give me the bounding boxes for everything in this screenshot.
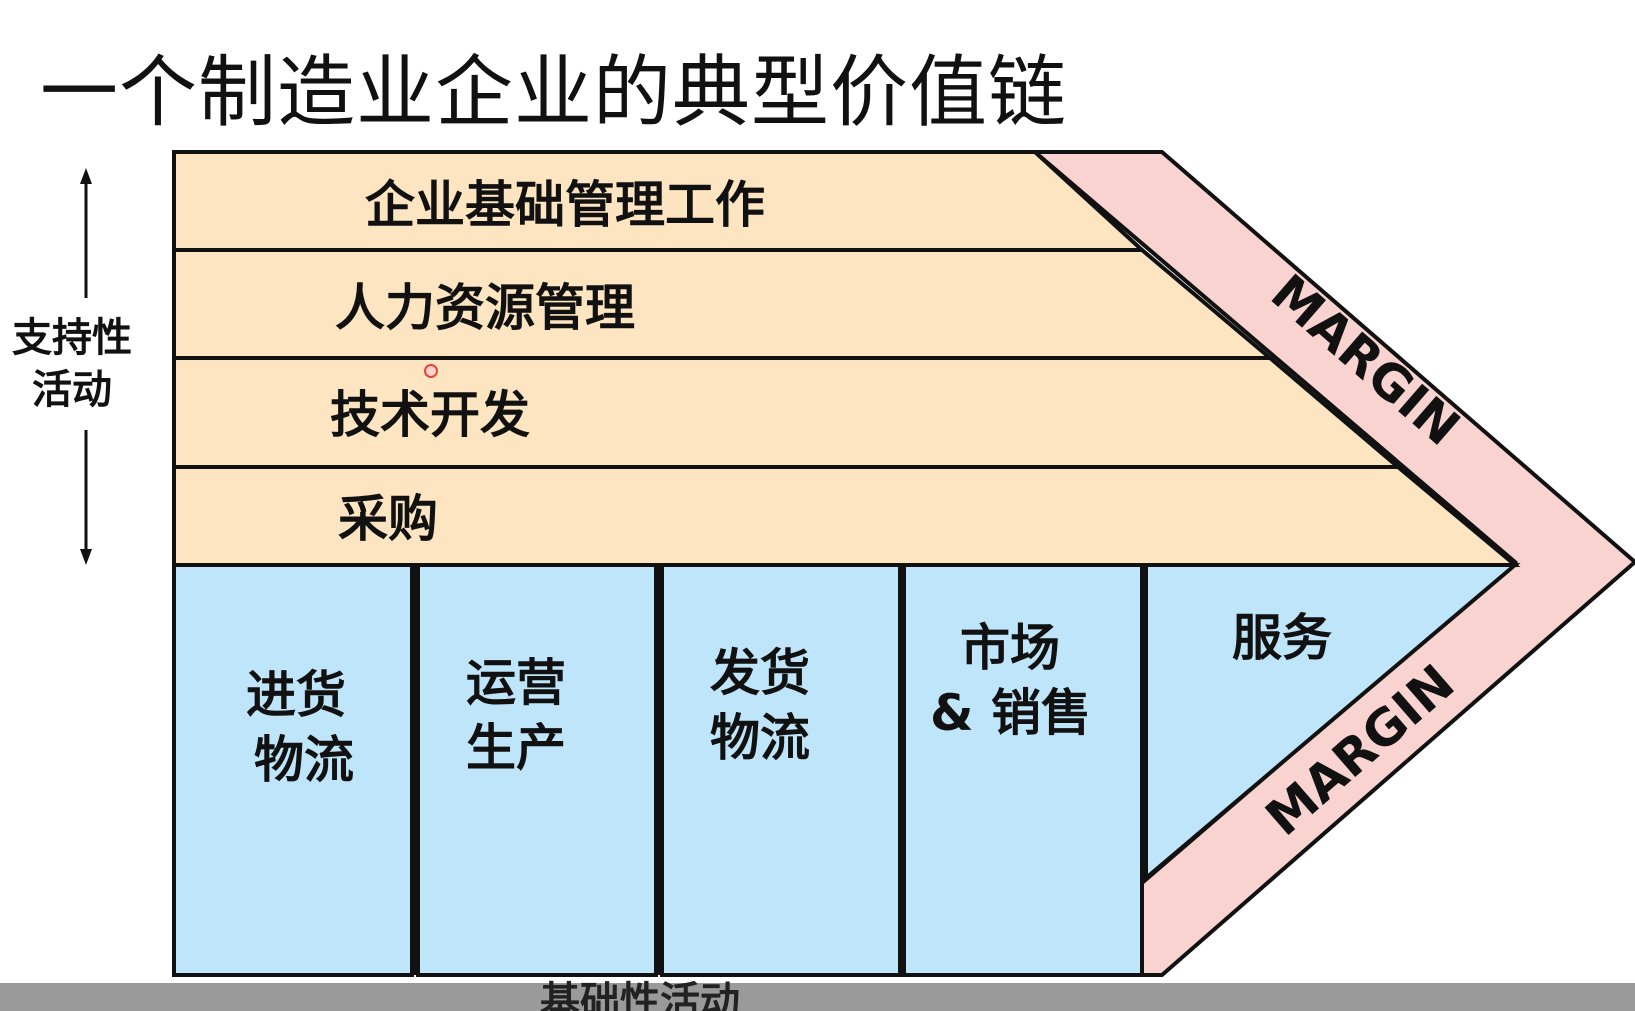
bottom-gray-bar <box>0 983 1635 1011</box>
pointer-cursor-icon <box>424 364 438 378</box>
support-row-label-4: 采购 <box>338 490 438 548</box>
page-title: 一个制造业企业的典型价值链 <box>40 48 1068 138</box>
primary-col-label-2b: 生产 <box>466 719 566 777</box>
arrow-down-icon <box>80 549 92 565</box>
primary-col-label-1a: 进货 <box>246 666 346 724</box>
support-row-label-3: 技术开发 <box>330 386 530 444</box>
primary-col-label-3b: 物流 <box>710 709 810 767</box>
primary-col-5 <box>1144 563 1521 883</box>
support-row-label-1: 企业基础管理工作 <box>365 176 765 234</box>
primary-col-3 <box>660 563 902 977</box>
primary-col-label-4a: 市场 <box>960 619 1060 677</box>
support-label-line2: 活动 <box>32 367 112 413</box>
primary-col-4 <box>902 563 1144 977</box>
primary-col-label-2a: 运营 <box>466 654 566 712</box>
primary-col-1 <box>172 563 414 977</box>
primary-col-label-4b: & 销售 <box>930 684 1091 742</box>
primary-col-label-5a: 服务 <box>1232 609 1332 667</box>
arrow-up-icon <box>80 168 92 184</box>
support-row-label-2: 人力资源管理 <box>335 279 635 337</box>
primary-col-label-1b: 物流 <box>254 731 354 789</box>
primary-activities-label: 基础性活动 <box>540 979 740 1011</box>
support-activities-label: 支持性 活动 <box>8 312 136 416</box>
support-label-line1: 支持性 <box>12 315 132 361</box>
primary-col-label-3a: 发货 <box>710 644 810 702</box>
